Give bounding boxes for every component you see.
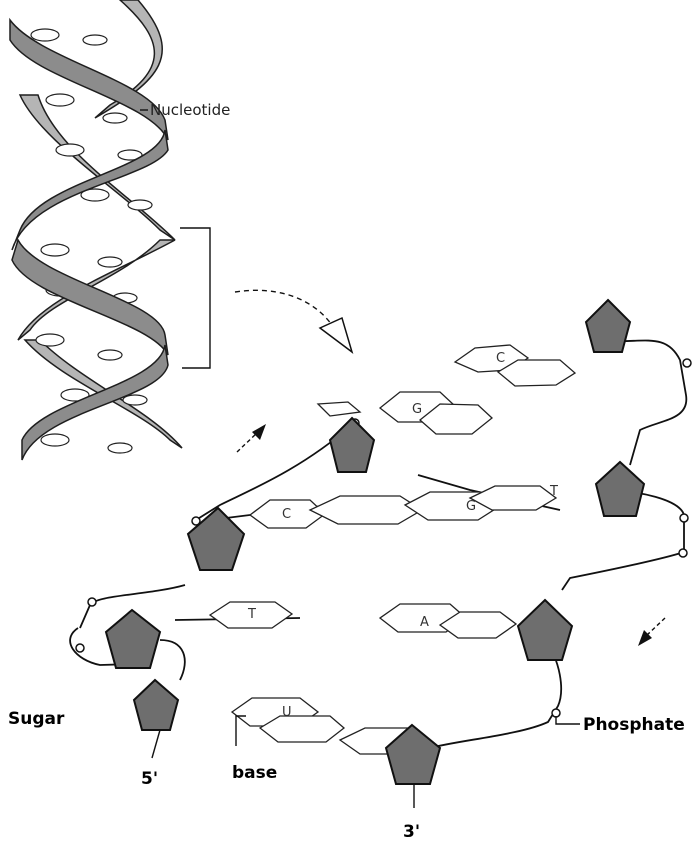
base-letter: C [282, 507, 291, 522]
nucleotide-label: Nucleotide [150, 101, 230, 119]
base-letter: C [496, 351, 505, 366]
direction-arrow-lower [638, 618, 665, 646]
base-letter: T [549, 484, 558, 499]
three-prime-label: 3' [403, 822, 420, 842]
base-letter: T [247, 607, 256, 622]
phosphate-leader-line [556, 716, 580, 724]
base-label: base [232, 763, 277, 783]
zoom-arrow-head [320, 318, 352, 352]
base-letter: A [420, 615, 429, 630]
base-letter: U [282, 705, 292, 720]
five-prime-end-line [152, 730, 160, 758]
phosphate-groups [76, 359, 691, 717]
double-helix [10, 0, 182, 460]
base-letter: G [412, 402, 422, 417]
direction-arrow-upper [237, 424, 266, 452]
phosphate-label: Phosphate [583, 715, 685, 735]
base-rings [210, 345, 575, 754]
sugar-label: Sugar [8, 709, 65, 729]
zoom-bracket [180, 228, 210, 368]
base-letter: G [466, 499, 476, 514]
five-prime-label: 5' [141, 769, 158, 789]
helix-front-strand-segment [12, 240, 168, 355]
